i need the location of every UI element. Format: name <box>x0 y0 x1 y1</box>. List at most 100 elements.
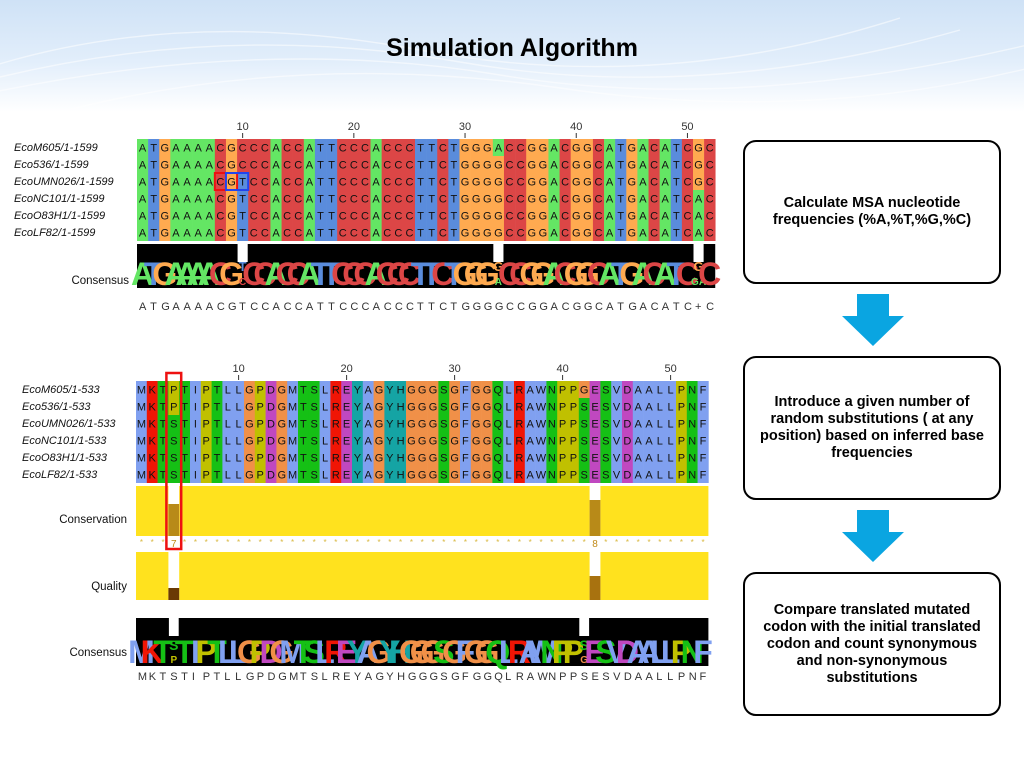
nucleotide-letter: C <box>439 211 447 223</box>
residue-letter: G <box>375 419 384 431</box>
nucleotide-cell <box>392 173 405 190</box>
nucleotide-cell <box>459 224 471 241</box>
nucleotide-letter: A <box>272 211 280 223</box>
residue-cell <box>276 449 288 466</box>
nucleotide-letter: C <box>506 177 514 189</box>
nucleotide-letter: C <box>595 177 603 189</box>
nucleotide-letter: A <box>550 194 558 206</box>
residue-letter: P <box>257 385 264 397</box>
residue-letter: R <box>515 453 523 465</box>
nucleotide-letter: T <box>451 228 458 240</box>
nucleotide-letter: A <box>183 211 191 223</box>
residue-cell <box>308 466 320 483</box>
residue-cell <box>222 466 234 483</box>
nucleotide-letter: A <box>662 160 670 172</box>
residue-letter: G <box>375 436 384 448</box>
nucleotide-cell <box>437 139 449 156</box>
residue-cell <box>330 381 342 398</box>
nucleotide-cell <box>237 156 249 173</box>
residue-letter: Q <box>494 453 503 465</box>
residue-letter: L <box>225 419 231 431</box>
residue-letter: S <box>440 453 447 465</box>
residue-cell <box>524 432 536 449</box>
logo-letter: R <box>508 634 531 670</box>
sequence-name: EcoLF82/1-533 <box>22 469 98 481</box>
residue-cell <box>254 449 266 466</box>
nucleotide-cell <box>326 224 338 241</box>
nucleotide-cell <box>492 173 505 190</box>
residue-letter: L <box>225 470 231 482</box>
residue-cell <box>254 466 266 483</box>
logo-letter: C <box>287 256 310 292</box>
logo-letter: C <box>209 256 232 292</box>
residue-letter: M <box>137 402 146 414</box>
residue-cell <box>287 466 299 483</box>
quality-bar <box>589 576 601 600</box>
conservation-star: * <box>431 538 434 547</box>
residue-cell <box>298 415 310 432</box>
residue-cell <box>341 398 353 415</box>
ruler-tick-label: 20 <box>340 363 352 375</box>
residue-cell <box>438 466 450 483</box>
nucleotide-letter: C <box>405 143 413 155</box>
down-arrow-icon <box>842 510 904 562</box>
nucleotide-letter: T <box>150 228 157 240</box>
nucleotide-cell <box>303 207 316 224</box>
residue-cell <box>427 398 439 415</box>
nucleotide-letter: T <box>451 160 458 172</box>
nucleotide-letter: A <box>139 177 147 189</box>
residue-cell <box>298 449 310 466</box>
residue-letter: G <box>418 385 427 397</box>
conservation-star: * <box>205 538 208 547</box>
ruler-tick-label: 40 <box>570 121 582 133</box>
residue-letter: T <box>181 436 188 448</box>
residue-letter: H <box>397 470 405 482</box>
nucleotide-letter: A <box>639 228 647 240</box>
nucleotide-letter: C <box>561 143 569 155</box>
logo-letter: S <box>595 634 616 670</box>
nucleotide-cell <box>637 156 649 173</box>
nucleotide-cell <box>370 190 382 207</box>
nucleotide-letter: G <box>539 160 548 172</box>
residue-cell <box>287 381 299 398</box>
residue-letter: R <box>332 453 340 465</box>
nucleotide-letter: T <box>150 143 157 155</box>
nucleotide-letter: G <box>572 143 581 155</box>
nucleotide-cell <box>548 156 560 173</box>
residue-cell <box>406 432 418 449</box>
nucleotide-cell <box>359 156 371 173</box>
logo-letter: G <box>367 634 392 670</box>
nucleotide-letter: A <box>606 160 614 172</box>
nucleotide-letter: C <box>239 160 247 172</box>
conservation-star: * <box>464 538 467 547</box>
nucleotide-cell <box>137 207 149 224</box>
nucleotide-cell <box>237 207 249 224</box>
residue-cell <box>460 415 472 432</box>
nucleotide-letter: G <box>694 177 703 189</box>
conservation-star: * <box>583 538 586 547</box>
residue-letter: P <box>203 402 210 414</box>
residue-letter: T <box>214 385 221 397</box>
residue-cell <box>233 432 245 449</box>
residue-cell <box>676 432 688 449</box>
residue-cell <box>233 398 245 415</box>
nucleotide-cell <box>459 156 471 173</box>
nucleotide-letter: T <box>328 228 335 240</box>
nucleotide-cell <box>604 139 616 156</box>
residue-cell <box>568 449 580 466</box>
nucleotide-letter: T <box>328 160 335 172</box>
residue-cell <box>373 466 385 483</box>
nucleotide-cell <box>592 207 605 224</box>
residue-letter: F <box>462 470 469 482</box>
nucleotide-letter: C <box>339 143 347 155</box>
nucleotide-cell <box>693 207 705 224</box>
nucleotide-cell <box>626 207 638 224</box>
nucleotide-cell <box>292 156 305 173</box>
nucleotide-cell <box>659 224 672 241</box>
residue-cell <box>352 432 364 449</box>
nucleotide-cell <box>326 139 338 156</box>
residue-letter: L <box>322 402 328 414</box>
nucleotide-letter: C <box>283 177 291 189</box>
nucleotide-cell <box>581 224 594 241</box>
nucleotide-cell <box>693 190 705 207</box>
